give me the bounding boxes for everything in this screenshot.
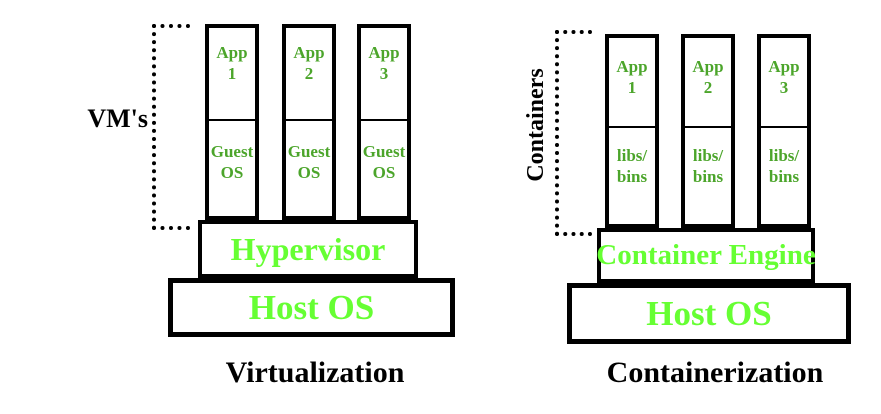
vms-label: VM's bbox=[87, 104, 148, 133]
vm2-app-section: App 2 bbox=[286, 28, 332, 121]
container-stack-2: App 2 libs/ bins bbox=[681, 34, 735, 228]
vm3-guestos-section: Guest OS bbox=[361, 121, 407, 216]
container2-libs-label-line2: bins bbox=[692, 167, 724, 187]
vm2-guestos-section: Guest OS bbox=[286, 121, 332, 216]
container-engine-box: Container Engine bbox=[596, 228, 816, 283]
vm1-app-number: 1 bbox=[227, 64, 237, 84]
container1-app-number: 1 bbox=[627, 78, 637, 98]
container2-app-number: 2 bbox=[703, 78, 713, 98]
container3-libs-label-line1: libs/ bbox=[768, 146, 800, 165]
vm3-app-number: 3 bbox=[379, 64, 389, 84]
containers-bracket bbox=[555, 30, 592, 236]
vm-stack-1: App 1 Guest OS bbox=[205, 24, 259, 220]
container3-app-section: App 3 bbox=[761, 38, 807, 128]
container3-app-number: 3 bbox=[779, 78, 789, 98]
container2-libs-section: libs/ bins bbox=[685, 128, 731, 224]
container2-libs-label-line1: libs/ bbox=[692, 146, 724, 165]
container2-app-section: App 2 bbox=[685, 38, 731, 128]
host-os-box-virtualization: Host OS bbox=[168, 278, 455, 337]
vms-bracket bbox=[152, 24, 190, 230]
container1-app-label: App bbox=[616, 57, 648, 76]
vm-stack-2: App 2 Guest OS bbox=[282, 24, 336, 220]
vm3-guestos-label-line1: Guest bbox=[362, 142, 406, 161]
vm1-guestos-label-line1: Guest bbox=[210, 142, 254, 161]
container1-libs-label-line2: bins bbox=[616, 167, 648, 187]
container1-libs-label-line1: libs/ bbox=[616, 146, 648, 165]
vm-stack-3: App 3 Guest OS bbox=[357, 24, 411, 220]
vm1-guestos-label-line2: OS bbox=[220, 163, 244, 183]
vm2-app-label: App bbox=[293, 43, 325, 62]
virtualization-caption: Virtualization bbox=[225, 356, 405, 389]
container-stack-3: App 3 libs/ bins bbox=[757, 34, 811, 228]
vm2-guestos-label-line2: OS bbox=[297, 163, 321, 183]
container3-libs-section: libs/ bins bbox=[761, 128, 807, 224]
container2-app-label: App bbox=[692, 57, 724, 76]
vm1-app-label: App bbox=[216, 43, 248, 62]
container-stack-1: App 1 libs/ bins bbox=[605, 34, 659, 228]
vm2-app-number: 2 bbox=[304, 64, 314, 84]
vm3-guestos-label-line2: OS bbox=[372, 163, 396, 183]
vm3-app-label: App bbox=[368, 43, 400, 62]
container1-app-section: App 1 bbox=[609, 38, 655, 128]
container3-app-label: App bbox=[768, 57, 800, 76]
vm1-guestos-section: Guest OS bbox=[209, 121, 255, 216]
container1-libs-section: libs/ bins bbox=[609, 128, 655, 224]
vm2-guestos-label-line1: Guest bbox=[287, 142, 331, 161]
containers-label: Containers bbox=[523, 68, 549, 182]
hypervisor-box: Hypervisor bbox=[198, 220, 418, 278]
containerization-caption: Containerization bbox=[606, 356, 824, 389]
host-os-box-containerization: Host OS bbox=[567, 283, 851, 344]
container3-libs-label-line2: bins bbox=[768, 167, 800, 187]
vm1-app-section: App 1 bbox=[209, 28, 255, 121]
vm3-app-section: App 3 bbox=[361, 28, 407, 121]
